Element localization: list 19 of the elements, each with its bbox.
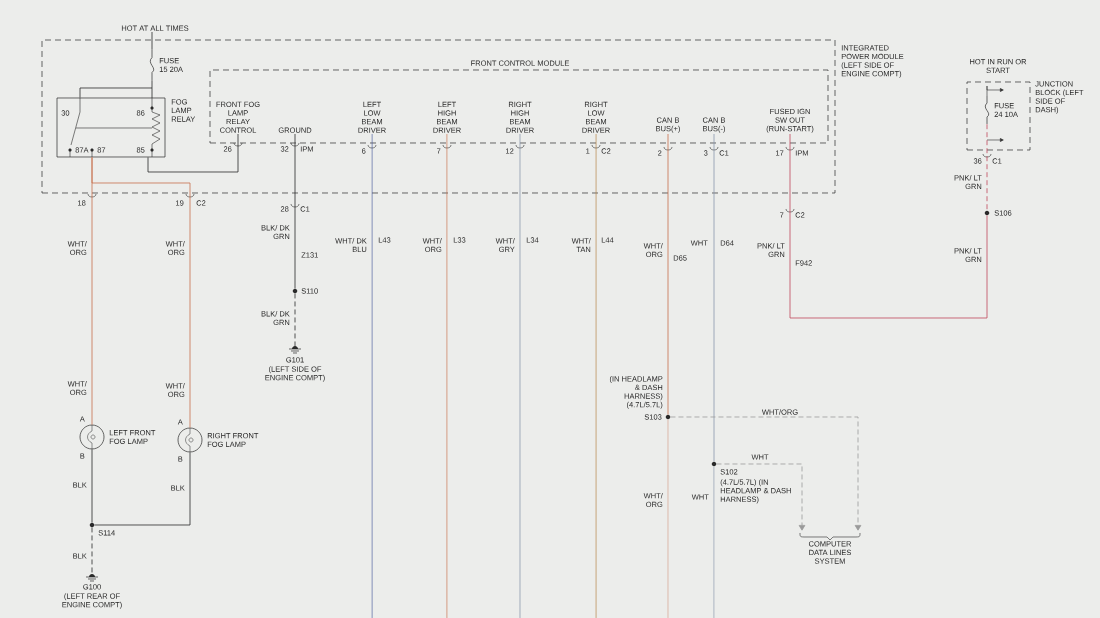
wire: [94, 451, 191, 526]
wire: [713, 133, 715, 462]
wire: [667, 133, 669, 415]
wire: [91, 156, 191, 429]
wire: [716, 463, 806, 531]
wire: [670, 416, 862, 531]
wire: [79, 79, 153, 99]
wire: [713, 466, 715, 618]
wire: [519, 133, 521, 618]
wire: [371, 133, 373, 618]
wire: [147, 133, 239, 173]
wire: [789, 133, 988, 319]
wire: [91, 448, 93, 523]
wire: [294, 293, 296, 348]
wire: [595, 133, 597, 618]
wire: [986, 123, 988, 211]
wire: [446, 133, 448, 618]
wire: [151, 31, 153, 51]
wire: [294, 133, 296, 289]
